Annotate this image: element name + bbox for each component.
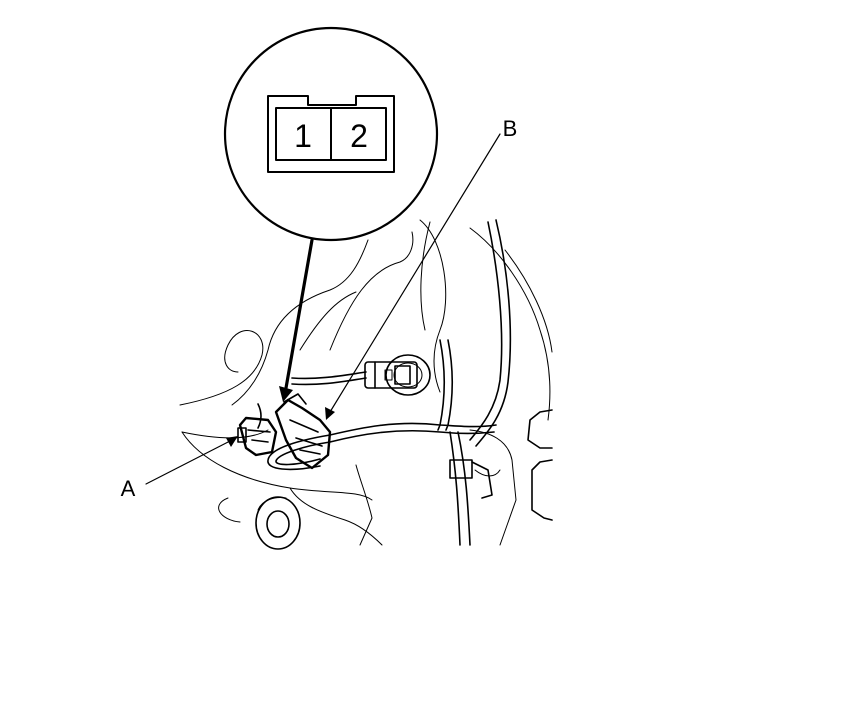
- connector-A: [237, 416, 278, 457]
- callout-B-label: B: [503, 116, 518, 141]
- wire-harness: [257, 219, 512, 546]
- callout-B-leader: [325, 133, 501, 420]
- upper-connector: [364, 354, 431, 396]
- callout-A-label: A: [121, 476, 136, 501]
- connector-B: [274, 393, 332, 470]
- pin-1-label: 1: [294, 118, 312, 154]
- body-panel-lines: [179, 219, 553, 546]
- pin-2-label: 2: [350, 118, 368, 154]
- callout-A-leader: [145, 436, 238, 485]
- connector-face-zoom: [223, 26, 439, 402]
- grommet: [255, 496, 301, 550]
